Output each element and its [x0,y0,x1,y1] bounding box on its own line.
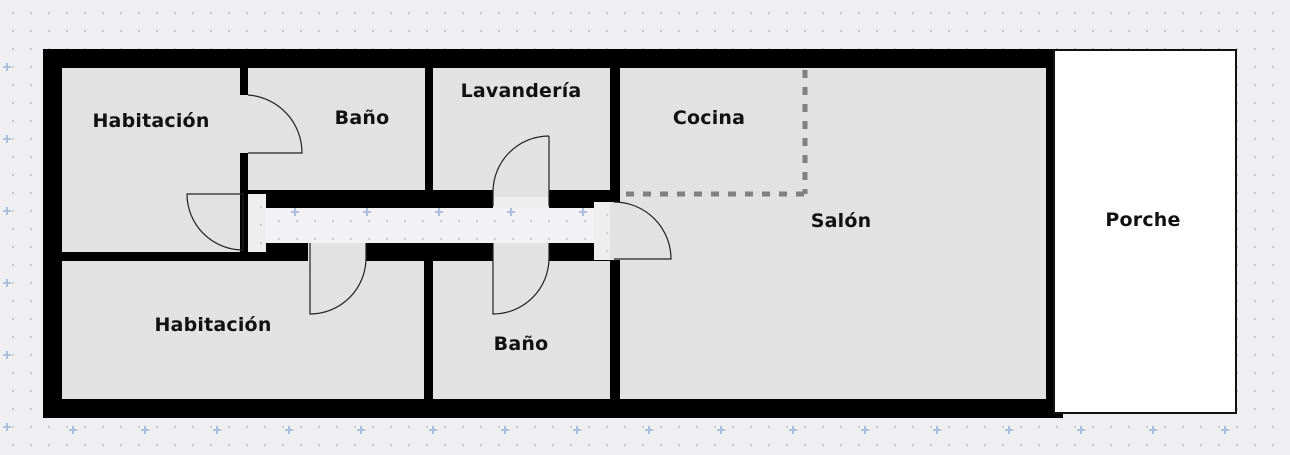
door-opening-bathroom-bottom [493,243,549,261]
grid-marker-icon [213,426,221,434]
door-swing-icon [492,243,550,315]
grid-marker-icon [3,279,11,287]
grid-marker-icon [1221,426,1229,434]
grid-marker-icon [861,426,869,434]
label-porch: Porche [1105,209,1181,231]
kitchen-divider [626,70,808,197]
grid-marker-icon [291,208,299,216]
hallway-left-opening [248,194,266,252]
hallway[interactable] [266,208,594,243]
label-living: Salón [810,210,872,232]
grid-marker-icon [507,208,515,216]
grid-marker-icon [789,426,797,434]
label-kitchen: Cocina [672,107,746,129]
label-bedroom-top: Habitación [92,110,210,132]
grid-marker-icon [579,208,587,216]
grid-marker-icon [1149,426,1157,434]
room-bathroom-top[interactable] [248,68,425,190]
door-swing-icon [492,135,550,206]
grid-marker-icon [3,351,11,359]
grid-marker-icon [357,426,365,434]
hallway-right-opening [594,202,614,260]
label-bathroom-top: Baño [334,107,390,129]
grid-marker-icon [3,207,11,215]
door-swing-icon [309,243,367,315]
grid-marker-icon [69,426,77,434]
grid-marker-icon [933,426,941,434]
door-opening-living [610,202,620,260]
grid-marker-icon [285,426,293,434]
room-bedroom-bottom[interactable] [62,261,424,399]
grid-marker-icon [3,63,11,71]
grid-marker-icon [645,426,653,434]
door-swing-icon [613,201,672,260]
grid-marker-icon [141,426,149,434]
grid-marker-icon [717,426,725,434]
label-bathroom-bottom: Baño [493,333,549,355]
grid-marker-icon [573,426,581,434]
grid-marker-icon [1077,426,1085,434]
room-bathroom-bottom[interactable] [433,261,610,399]
grid-marker-icon [363,208,371,216]
door-opening-laundry-hall [493,197,549,208]
grid-marker-icon [3,423,11,431]
grid-marker-icon [435,208,443,216]
label-bedroom-bottom: Habitación [154,314,272,336]
door-opening-bedroom-bottom [308,243,366,261]
door-swing-icon [186,193,244,251]
room-kitchen-living[interactable] [620,68,1046,399]
grid-marker-icon [1005,426,1013,434]
room-laundry[interactable] [433,68,610,190]
door-opening-bedroom-top [240,95,248,153]
label-laundry: Lavandería [460,80,582,102]
grid-marker-icon [429,426,437,434]
grid-marker-icon [501,426,509,434]
grid-marker-icon [3,135,11,143]
porch-area[interactable] [1053,49,1237,414]
door-swing-icon [247,94,303,154]
